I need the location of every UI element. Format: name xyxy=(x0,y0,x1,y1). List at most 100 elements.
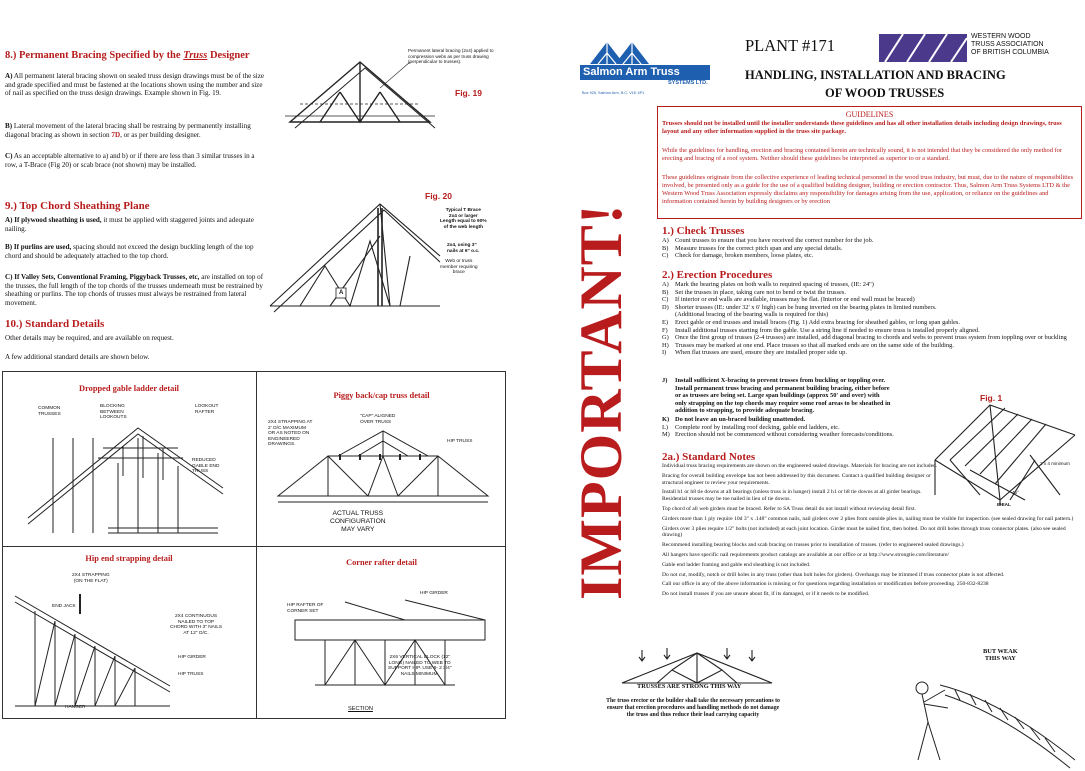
section-8-para-a: A) All permanent lateral bracing shown o… xyxy=(5,72,265,98)
wwta-logo xyxy=(879,33,968,63)
list-item: Gable end ladder framing and gable end s… xyxy=(662,561,811,568)
corner-rafter-l3: 2x6 VERTICAL BLOCK (12" LONG) NAILED TO … xyxy=(388,655,452,677)
details-hline xyxy=(2,546,506,547)
fig1-l2: 45° xyxy=(1012,490,1019,495)
standard-notes-title: 2a.) Standard Notes xyxy=(662,451,756,463)
piggy-back-l2: "CAP" ALIGNED OVER TRUSS xyxy=(360,414,396,425)
fig20-drawing xyxy=(269,203,441,313)
piggy-back-drawing xyxy=(276,430,490,503)
list-item: A)Mark the bearing plates on both walls … xyxy=(662,281,874,288)
list-item: Do not install trusses if you are unsure… xyxy=(662,591,870,598)
doc-title-line2: OF WOOD TRUSSES xyxy=(825,86,945,100)
dropped-gable-l2: BLOCKING BETWEEN LOOKOUTS xyxy=(100,404,127,421)
wwta-name: WESTERN WOOD TRUSS ASSOCIATION OF BRITIS… xyxy=(971,33,1049,56)
section-10-para-2: A few additional standard details are sh… xyxy=(5,353,150,361)
guidelines-p2: While the guidelines for handling, erect… xyxy=(662,147,1062,162)
important-banner: IMPORTANT! xyxy=(568,203,634,600)
fig1-l3: IDEAL xyxy=(997,502,1011,507)
wwta-slashes-icon xyxy=(884,33,968,63)
corner-rafter-title: Corner rafter detail xyxy=(346,558,417,567)
list-item: Do not cut, modify, notch or drill holes… xyxy=(662,571,1005,578)
list-item: G)Once the first group of trusses (2-4 t… xyxy=(662,334,1067,342)
corner-rafter-l2: HIP RAFTER OF CORNER SET xyxy=(287,603,324,614)
fig19-note: Permanent lateral bracing (2x4) applied … xyxy=(408,48,494,65)
dropped-gable-drawing xyxy=(27,427,224,534)
hip-end-l1: 2x4 STRAPPING (ON THE FLAT) xyxy=(72,573,110,584)
list-item: Recommend installing bearing blocks and … xyxy=(662,542,964,549)
section-8-para-c: C) As an acceptable alternative to a) an… xyxy=(5,152,255,169)
section-10-title: 10.) Standard Details xyxy=(5,318,105,330)
fig20-web-label: Web or truss member requiring brace xyxy=(440,259,478,276)
piggy-back-l1: 2x4 STRAPPING AT 2' O/C MAXIMUM OR AS NO… xyxy=(268,420,313,448)
piggy-back-l4: ACTUAL TRUSS CONFIGURATION MAY VARY xyxy=(330,510,386,533)
fig19-drawing xyxy=(285,61,436,129)
dropped-gable-l3: LOOKOUT RAFTER xyxy=(195,404,219,415)
fig20-nails-label: 2x4, using 3" nails at 6" o.c. xyxy=(447,243,480,254)
hip-end-title: Hip end strapping detail xyxy=(85,554,173,563)
section-9-para-a: A) If plywood sheathing is used, it must… xyxy=(5,216,254,233)
dropped-gable-l1: COMMON TRUSSES xyxy=(38,406,61,417)
piggy-back-l3: HIP TRUSS xyxy=(447,439,473,444)
logo-name: Salmon Arm Truss xyxy=(580,65,710,80)
truss-strong-drawing xyxy=(621,648,773,684)
hip-end-l3: 2x4 CONTINUOUS NAILED TO TOP CHORD WITH … xyxy=(170,614,223,636)
hip-end-l5: HIP TRUSS xyxy=(178,672,204,677)
salmon-arm-logo-icon xyxy=(590,42,649,65)
corner-rafter-l1: HIP GIRDER xyxy=(420,591,448,596)
logo-sub: SYSTEMS LTD. xyxy=(668,80,708,86)
check-trusses-list: A)Count trusses to ensure that you have … xyxy=(662,237,1082,260)
strong-caption: TRUSSES ARE STRONG THIS WAY xyxy=(637,683,742,690)
hip-end-l6: HANGER xyxy=(65,705,86,710)
hip-end-drawing xyxy=(14,594,171,707)
list-item: Girders more than 1 ply require 10d 3" x… xyxy=(662,515,1074,522)
corner-rafter-l4: SECTION xyxy=(348,706,373,712)
list-item: A)Count trusses to ensure that you have … xyxy=(662,237,874,244)
hip-end-l4: HIP GIRDER xyxy=(178,655,206,660)
list-item: C)Check for damage, broken members, loos… xyxy=(662,252,814,260)
list-item: K)Do not leave an un-braced building una… xyxy=(662,416,806,423)
bottom-note: The truss erector or the builder shall t… xyxy=(606,698,780,719)
fig1-l1: 2 x 4 minimum xyxy=(1040,461,1070,466)
corner-rafter-drawing xyxy=(294,599,486,686)
list-item: Call our office in any of the above info… xyxy=(662,581,989,588)
standard-notes-list: Individual truss bracing requirements ar… xyxy=(662,463,1082,601)
list-item: B)Set the trusses in place, taking care … xyxy=(662,288,846,296)
guidelines-p3: These guidelines originate from the coll… xyxy=(662,174,1074,205)
fig20-tbrace-label: Typical T Brace 2x4 or larger Length equ… xyxy=(440,208,487,230)
list-item: E)Erect gable or end trusses and install… xyxy=(662,318,961,326)
piggy-back-title: Piggy back/cap truss detail xyxy=(333,391,430,400)
guidelines-p1: Trusses should not be installed until th… xyxy=(662,120,1062,135)
list-item: All hangers have specific nail requireme… xyxy=(662,551,950,558)
guidelines-box xyxy=(657,106,1082,219)
section-9-title: 9.) Top Chord Sheathing Plane xyxy=(5,200,150,212)
weak-caption: BUT WEAK THIS WAY xyxy=(983,648,1018,662)
plant-number: PLANT #171 xyxy=(745,36,835,55)
list-item: Install h1 or h8 tie downs at all bearin… xyxy=(662,489,922,503)
list-item: Individual truss bracing requirements ar… xyxy=(662,463,938,469)
details-frame xyxy=(2,371,506,719)
list-item: H)Trusses may be marked at one end. Plac… xyxy=(662,341,954,349)
fig1-drawing xyxy=(934,404,1076,505)
guidelines-title: GUIDELINES xyxy=(845,110,894,119)
section-8-title: 8.) Permanent Bracing Specified by the T… xyxy=(5,50,250,61)
list-item: F)Install additional trusses starting fr… xyxy=(662,326,980,334)
dropped-gable-title: Dropped gable ladder detail xyxy=(79,384,179,393)
list-item: Bracing for overall building envelope ha… xyxy=(662,472,931,486)
list-item: M)Erection should not be commenced witho… xyxy=(662,431,894,439)
list-item: Girders over 3 plies require 1/2" bolts … xyxy=(662,525,1066,539)
list-item: B)Measure trusses for the correct pitch … xyxy=(662,244,843,252)
erection-items-klm: K)Do not leave an un-braced building una… xyxy=(662,416,1082,439)
list-item: Top chord of all web girders must be bra… xyxy=(662,505,916,512)
details-vline xyxy=(256,371,257,719)
doc-title-line1: HANDLING, INSTALLATION AND BRACING xyxy=(745,68,1006,82)
fig19-label: Fig. 19 xyxy=(455,88,482,98)
fig20-label: Fig. 20 xyxy=(425,191,452,201)
check-trusses-title: 1.) Check Trusses xyxy=(662,225,745,237)
hip-end-l2: END JACK xyxy=(52,604,76,609)
section-9-para-b: B) If purlins are used, spacing should n… xyxy=(5,243,254,260)
section-10-para-1: Other details may be required, and are a… xyxy=(5,334,174,342)
list-item: L)Complete roof by installing roof decki… xyxy=(662,423,840,431)
fig1-label: Fig. 1 xyxy=(980,393,1003,403)
erection-list: A)Mark the bearing plates on both walls … xyxy=(662,281,1082,357)
section-9-para-c: C) If Valley Sets, Conventional Framing,… xyxy=(5,273,264,307)
